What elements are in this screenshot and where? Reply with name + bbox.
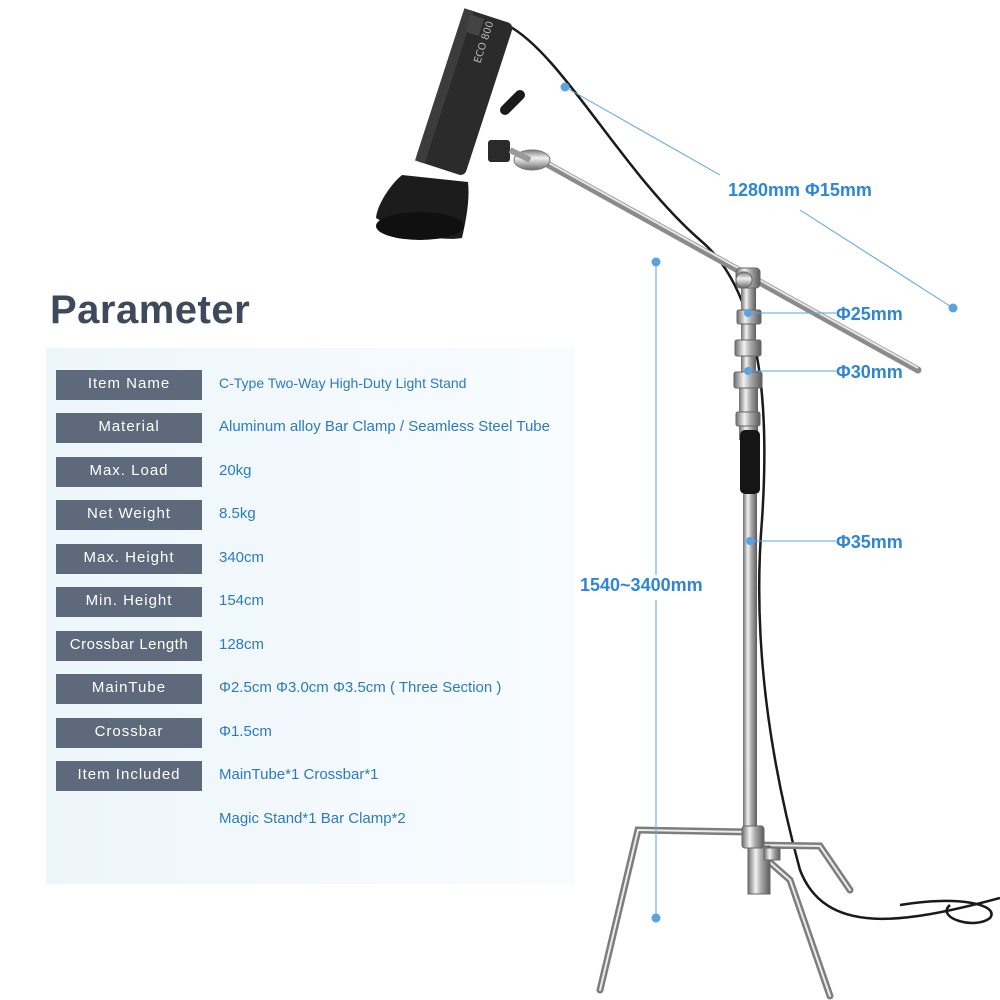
power-cable-loop — [899, 899, 993, 925]
page-title: Parameter — [50, 288, 251, 332]
spec-value: Φ2.5cm Φ3.0cm Φ3.5cm ( Three Section ) — [219, 679, 502, 696]
spec-label: MainTube — [56, 674, 202, 704]
dimension-tube-mid-label: Φ30mm — [836, 362, 903, 382]
dimension-tube-bottom-label: Φ35mm — [836, 532, 903, 552]
dimension-tube-top-label: Φ25mm — [836, 304, 903, 324]
dimension-markers — [560, 82, 958, 923]
dimension-height-range-label: 1540~3400mm — [580, 575, 703, 595]
spec-label: Item Included — [56, 761, 202, 791]
power-cable — [504, 22, 1000, 921]
spec-value: Φ1.5cm — [219, 723, 272, 740]
spec-value-extra: Magic Stand*1 Bar Clamp*2 — [219, 810, 406, 827]
spec-value: 20kg — [219, 462, 252, 479]
spec-label: Max. Height — [56, 544, 202, 574]
spec-value: 154cm — [219, 592, 265, 609]
strobe-light-head: ECO 800 — [376, 8, 532, 240]
spec-value: 128cm — [219, 636, 265, 653]
spec-label: Material — [56, 413, 202, 443]
spec-label: Max. Load — [56, 457, 202, 487]
spec-label: Crossbar Length — [56, 631, 202, 661]
dimension-crossbar-label: 1280mm Φ15mm — [728, 180, 872, 200]
main-tube-group — [733, 267, 763, 844]
spec-value: 340cm — [219, 549, 265, 566]
spec-label: Min. Height — [56, 587, 202, 617]
spec-label: Net Weight — [56, 500, 202, 530]
spec-value: 8.5kg — [219, 505, 256, 522]
stand-base-group — [596, 825, 854, 1000]
parameter-table: Item Name C-Type Two-Way High-Duty Light… — [46, 348, 574, 884]
spec-label: Crossbar — [56, 718, 202, 748]
spec-value: C-Type Two-Way High-Duty Light Stand — [219, 375, 467, 391]
spec-label: Item Name — [56, 370, 202, 400]
spec-value: Aluminum alloy Bar Clamp / Seamless Stee… — [219, 418, 550, 435]
spec-value: MainTube*1 Crossbar*1 — [219, 766, 379, 783]
